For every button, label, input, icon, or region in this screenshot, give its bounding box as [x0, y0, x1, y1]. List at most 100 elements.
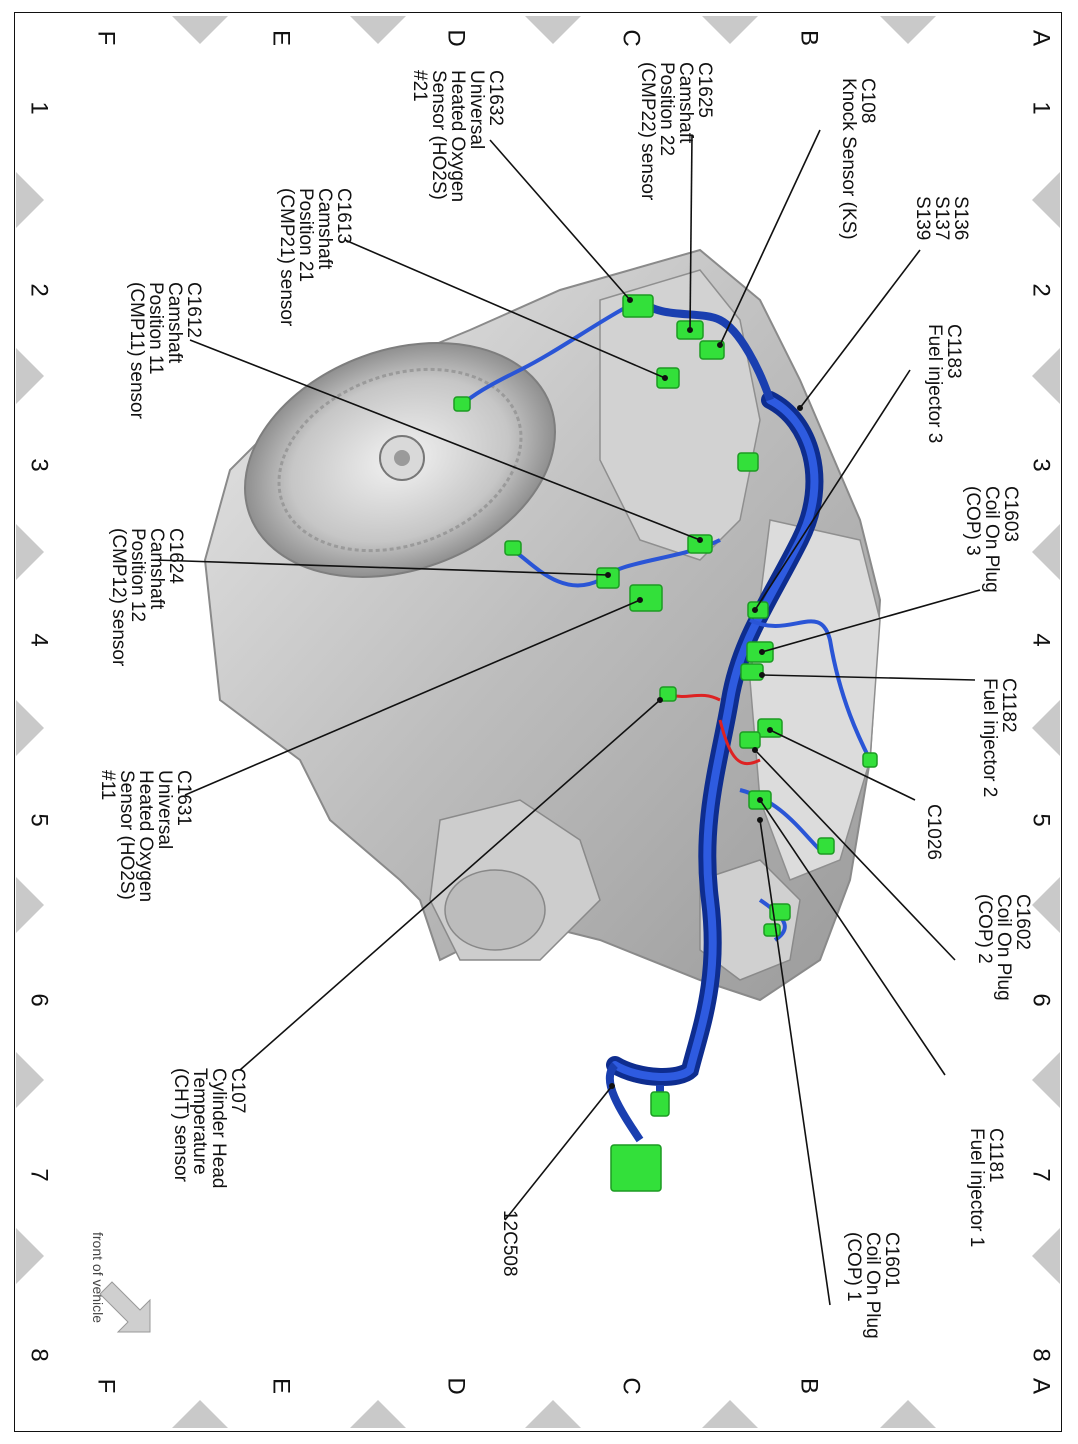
leader-dot — [686, 326, 693, 333]
leader-dot — [656, 696, 663, 703]
grid-row-label: E — [268, 1378, 295, 1394]
connector-icon — [739, 731, 761, 749]
front-of-vehicle-arrow-icon — [99, 1281, 151, 1333]
grid-row-label: D — [443, 29, 470, 46]
callout-line: S136 — [950, 196, 971, 240]
callout-line: C1026 — [923, 804, 944, 860]
callout-line: Heated Oxygen — [447, 70, 468, 202]
callout-line: (CHT) sensor — [170, 1068, 191, 1183]
leader-line — [184, 599, 641, 796]
callout-line: (CMP11) sensor — [126, 282, 147, 420]
callout-line: Fuel injector 2 — [979, 678, 1000, 797]
grid-marker-icon — [525, 16, 581, 44]
grid-marker-icon — [1032, 348, 1060, 404]
callout-line: Coil On Plug — [862, 1232, 883, 1339]
grid-marker-icon — [172, 1400, 228, 1428]
callout-line: C1181 — [985, 1128, 1006, 1183]
grid-col-label: 3 — [26, 458, 53, 471]
callout-line: C1603 — [1000, 486, 1021, 542]
diagram-frame — [14, 12, 1062, 1432]
connector-icon — [737, 452, 759, 472]
callout-line: Position 12 — [127, 528, 148, 622]
grid-row-label: F — [93, 31, 120, 46]
callout-line: Sensor (HO2S) — [428, 70, 449, 200]
callout-line: C107 — [227, 1068, 248, 1113]
callout-line: Position 11 — [145, 282, 166, 375]
connector-icon — [610, 1144, 662, 1192]
callout-line: C1624 — [165, 528, 186, 584]
callout-line: C1183 — [943, 324, 964, 379]
callout-line: Fuel injector 1 — [966, 1128, 987, 1247]
callout-line: Camshaft — [314, 188, 335, 270]
callout-line: (COP) 1 — [843, 1232, 864, 1302]
leader-line — [761, 589, 981, 653]
grid-marker-icon — [16, 348, 44, 404]
leader-line — [154, 559, 609, 576]
grid-col-label: 6 — [1028, 993, 1055, 1006]
leader-dot — [608, 1083, 615, 1090]
grid-row-label: A — [1028, 1378, 1055, 1394]
leader-line — [754, 749, 956, 961]
grid-col-label: 7 — [1028, 1168, 1055, 1181]
connector-icon — [504, 540, 522, 556]
connector-icon — [650, 1091, 670, 1117]
callout-line: Heated Oxygen — [135, 770, 156, 902]
connector-icon — [769, 903, 791, 921]
callout-line: Cylinder Head — [208, 1068, 229, 1188]
leader-dot — [758, 648, 765, 655]
grid-col-label: 1 — [1028, 101, 1055, 114]
callout-line: #11 — [97, 770, 118, 800]
grid-marker-icon — [1032, 877, 1060, 933]
callout-line: Universal — [466, 70, 487, 149]
callout-line: C108 — [857, 78, 878, 123]
callout-line: Temperature — [189, 1068, 210, 1175]
leader-line — [189, 339, 701, 541]
leader-dot — [604, 571, 611, 578]
front-of-vehicle-label: front of vehicle — [90, 1232, 106, 1323]
callout-line: Knock Sensor (KS) — [838, 78, 859, 240]
callout-line: (CMP12) sensor — [108, 528, 129, 667]
grid-marker-icon — [1032, 700, 1060, 756]
grid-marker-icon — [702, 16, 758, 44]
leader-line — [344, 239, 666, 379]
callout-line: Camshaft — [675, 62, 696, 144]
callout-line: Position 22 — [656, 62, 677, 156]
connector-icon — [740, 663, 764, 681]
grid-col-label: 2 — [1028, 283, 1055, 296]
callout-line: C1612 — [183, 282, 204, 338]
grid-marker-icon — [16, 700, 44, 756]
grid-marker-icon — [1032, 1228, 1060, 1284]
grid-col-label: 6 — [26, 993, 53, 1006]
grid-marker-icon — [350, 1400, 406, 1428]
wiring-harness — [463, 296, 872, 1143]
leader-dot — [696, 536, 703, 543]
leader-dot — [716, 341, 723, 348]
leader-line — [769, 729, 916, 801]
leader-lines — [154, 129, 981, 1306]
callout-line: 12C508 — [499, 1210, 520, 1277]
grid-marker-icon — [1032, 524, 1060, 580]
leader-line — [489, 139, 631, 301]
leader-dot — [751, 746, 758, 753]
grid-col-label: 5 — [26, 813, 53, 826]
grid-marker-icon — [880, 1400, 936, 1428]
grid-col-label: 7 — [26, 1168, 53, 1181]
grid-row-label: B — [796, 1378, 823, 1394]
grid-row-label: A — [1028, 30, 1055, 46]
callout-line: (CMP22) sensor — [637, 62, 658, 201]
grid-row-label: B — [796, 30, 823, 46]
leader-dot — [636, 596, 643, 603]
connector-icon — [817, 837, 835, 855]
grid-row-label: C — [618, 1377, 645, 1394]
